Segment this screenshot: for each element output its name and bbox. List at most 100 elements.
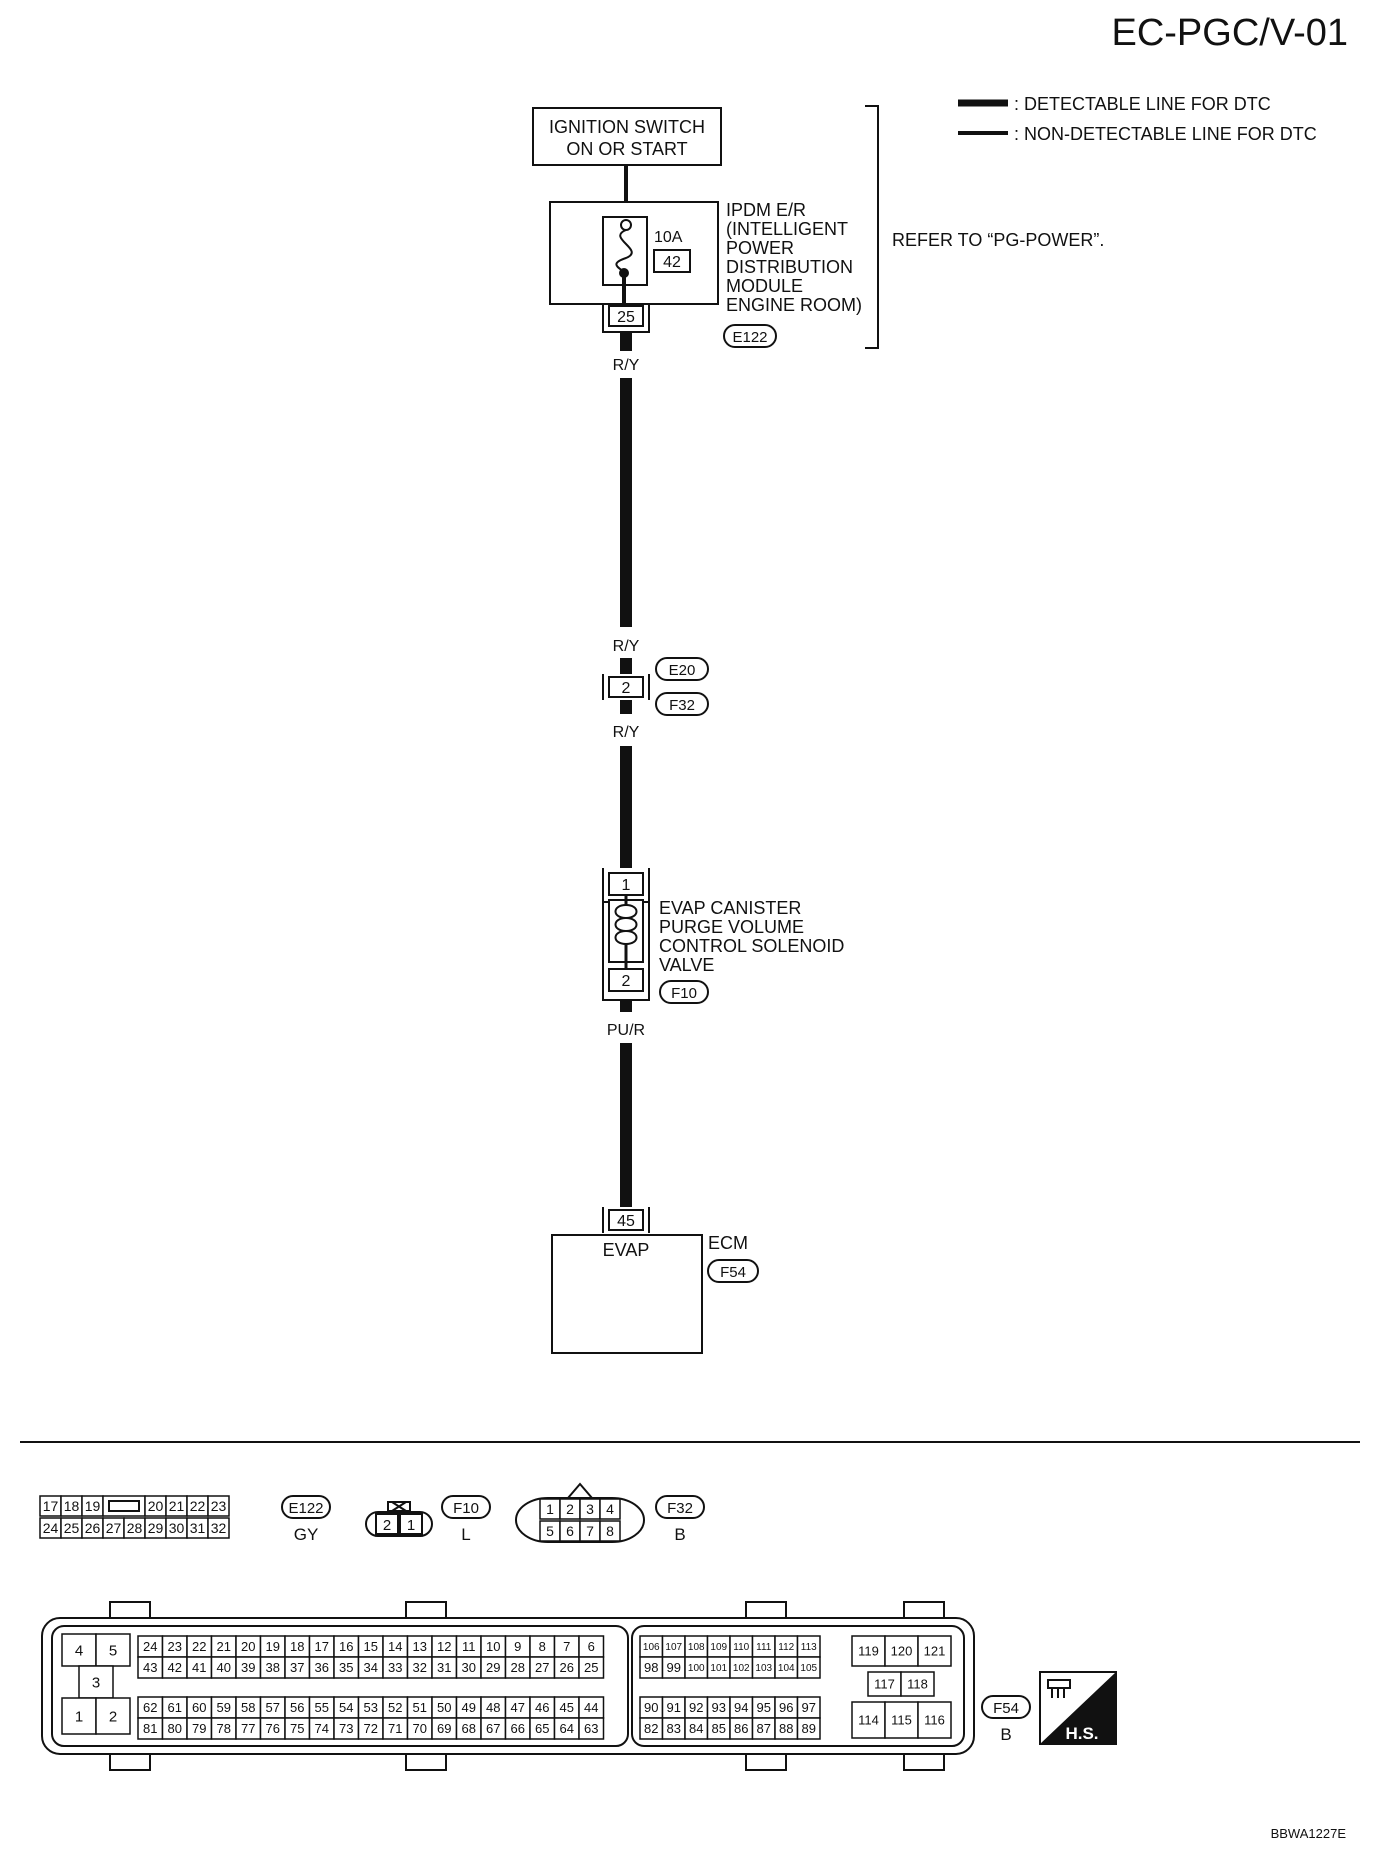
legend: : DETECTABLE LINE FOR DTC : NON-DETECTAB… [958, 94, 1317, 144]
joint-connector-a-badge [655, 657, 709, 681]
f54-pin: 70 [413, 1721, 427, 1736]
f32-pin-box [599, 1498, 621, 1520]
f10-pin-box [375, 1513, 399, 1535]
f54-pin-box [796, 1656, 821, 1679]
e122-pin: 17 [43, 1498, 59, 1514]
f54-pin: 54 [339, 1700, 353, 1715]
f54-pin: 119 [858, 1644, 879, 1659]
e122-id-badge [281, 1495, 331, 1519]
f54-pin: 111 [756, 1642, 772, 1653]
e122-pin: 18 [64, 1498, 80, 1514]
f10-id: F10 [453, 1500, 479, 1517]
f54-pin: 112 [778, 1642, 794, 1653]
f54-block-b [631, 1625, 965, 1747]
refer-note: REFER TO “PG-POWER”. [892, 230, 1104, 250]
solenoid-connector-id: F10 [671, 985, 697, 1002]
legend-detectable-label: : DETECTABLE LINE FOR DTC [1014, 94, 1271, 114]
f54-pin: 43 [143, 1660, 157, 1675]
f54-pin: 47 [511, 1700, 525, 1715]
f54-pin: 88 [779, 1721, 793, 1736]
f54-pin: 83 [667, 1721, 681, 1736]
f54-pin: 96 [779, 1700, 793, 1715]
f54-pin: 31 [437, 1660, 451, 1675]
f54-pin: 95 [757, 1700, 771, 1715]
f32-pin-box [599, 1520, 621, 1542]
f54-pin: 10 [486, 1639, 500, 1654]
f54-pin: 92 [689, 1700, 703, 1715]
f54-pin: 78 [217, 1721, 231, 1736]
f54-pin: 19 [266, 1639, 280, 1654]
f10-color: L [461, 1525, 470, 1544]
f54-pin: 114 [858, 1713, 879, 1728]
ecm-terminal-number: 45 [617, 1213, 635, 1230]
f54-pin: 84 [689, 1721, 703, 1736]
f54-pin: 16 [339, 1639, 353, 1654]
f54-pin: 115 [891, 1713, 912, 1728]
f54-pin: 103 [755, 1663, 772, 1674]
f54-pin: 93 [712, 1700, 726, 1715]
f10-pin: 2 [383, 1517, 391, 1534]
f54-pin-box [578, 1717, 605, 1740]
f32-pin: 1 [546, 1501, 554, 1517]
fuse-element-icon [615, 229, 633, 273]
f54-pin: 6 [588, 1639, 595, 1654]
solenoid-label-line: EVAP CANISTER [659, 898, 801, 918]
f54-pin: 2 [109, 1708, 117, 1725]
solenoid-terminal-2: 2 [622, 973, 631, 990]
f54-block-a [51, 1625, 629, 1747]
f32-pin: 8 [606, 1523, 614, 1539]
e122-id: E122 [288, 1500, 323, 1517]
f54-pin: 108 [688, 1642, 705, 1653]
f54-pin: 7 [563, 1639, 570, 1654]
f54-pin: 85 [712, 1721, 726, 1736]
f54-pin: 51 [413, 1700, 427, 1715]
e122-pin: 30 [169, 1520, 185, 1536]
f54-pin: 9 [514, 1639, 521, 1654]
f54-pin: 97 [802, 1700, 816, 1715]
solenoid-connector-badge [659, 980, 709, 1004]
f54-pin: 5 [109, 1642, 117, 1659]
solenoid-terminal-1: 1 [622, 877, 631, 894]
ecm-box [551, 1234, 703, 1354]
f54-pin: 33 [388, 1660, 402, 1675]
f54-pin: 56 [290, 1700, 304, 1715]
f54-pin: 91 [667, 1700, 681, 1715]
f54-pin: 65 [535, 1721, 549, 1736]
f54-pin: 69 [437, 1721, 451, 1736]
ipdm-label-line: DISTRIBUTION [726, 257, 853, 277]
f10-pin-box [399, 1513, 423, 1535]
e122-pin-box [207, 1517, 230, 1539]
connector-f10: 2 1 F10 L [365, 1495, 491, 1544]
ecm-connector-id: F54 [720, 1264, 746, 1281]
f54-pin: 34 [364, 1660, 378, 1675]
harness-icon [1047, 1679, 1071, 1698]
joint-connector-b-id: F32 [669, 697, 695, 714]
f54-pin: 75 [290, 1721, 304, 1736]
f54-pin: 63 [584, 1721, 598, 1736]
f54-pin: 15 [364, 1639, 378, 1654]
f54-pin: 4 [75, 1642, 83, 1659]
ipdm-label-line: IPDM E/R [726, 200, 806, 220]
fuse-number-box [653, 249, 691, 273]
page-code: EC-PGC/V-01 [1111, 12, 1348, 54]
f10-key-cross [391, 1501, 407, 1512]
f10-id-badge [441, 1495, 491, 1519]
f54-pin: 11 [462, 1639, 476, 1654]
f54-pin-box [900, 1671, 935, 1697]
f54-pin: 120 [891, 1644, 913, 1659]
f54-pin: 77 [241, 1721, 255, 1736]
f54-pin: 99 [667, 1660, 681, 1675]
f54-pin: 80 [168, 1721, 182, 1736]
f54-pin: 12 [437, 1639, 451, 1654]
f54-pin: 86 [734, 1721, 748, 1736]
f54-pin: 76 [266, 1721, 280, 1736]
f32-pin: 6 [566, 1523, 574, 1539]
f54-pin: 61 [168, 1700, 182, 1715]
e122-pin: 25 [64, 1520, 80, 1536]
f54-pin: 109 [710, 1642, 727, 1653]
f54-pin: 101 [710, 1663, 727, 1674]
f54-pin: 55 [315, 1700, 329, 1715]
e122-pin: 28 [127, 1520, 143, 1536]
f54-pin: 121 [924, 1644, 946, 1659]
